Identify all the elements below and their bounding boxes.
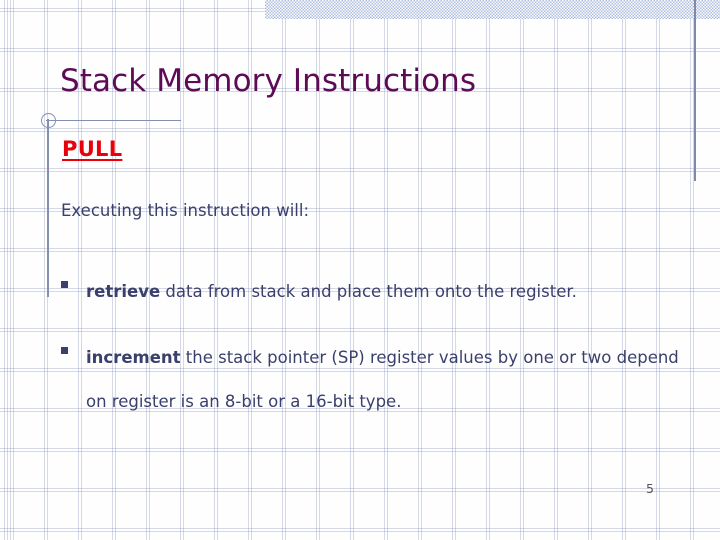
square-bullet-icon (61, 281, 68, 288)
left-vertical-accent-rule (47, 119, 49, 297)
list-item-body: the stack pointer (SP) register values b… (86, 348, 679, 411)
list-item: retrieve data from stack and place them … (61, 270, 681, 314)
list-item-emphasis: increment (86, 348, 181, 367)
page-number: 5 (646, 481, 654, 496)
bullet-list: retrieve data from stack and place them … (61, 270, 681, 446)
list-item-text: retrieve data from stack and place them … (86, 270, 681, 314)
page-title: Stack Memory Instructions (60, 63, 477, 99)
list-item: increment the stack pointer (SP) registe… (61, 336, 681, 424)
section-heading-pull: PULL (62, 137, 123, 161)
right-vertical-accent-rule (694, 0, 696, 181)
intro-text: Executing this instruction will: (61, 201, 310, 220)
list-item-text: increment the stack pointer (SP) registe… (86, 336, 681, 424)
list-item-emphasis: retrieve (86, 282, 161, 301)
square-bullet-icon (61, 347, 68, 354)
list-item-body: data from stack and place them onto the … (160, 282, 577, 301)
title-horizontal-rule (46, 120, 181, 121)
top-decorative-band (265, 0, 720, 19)
